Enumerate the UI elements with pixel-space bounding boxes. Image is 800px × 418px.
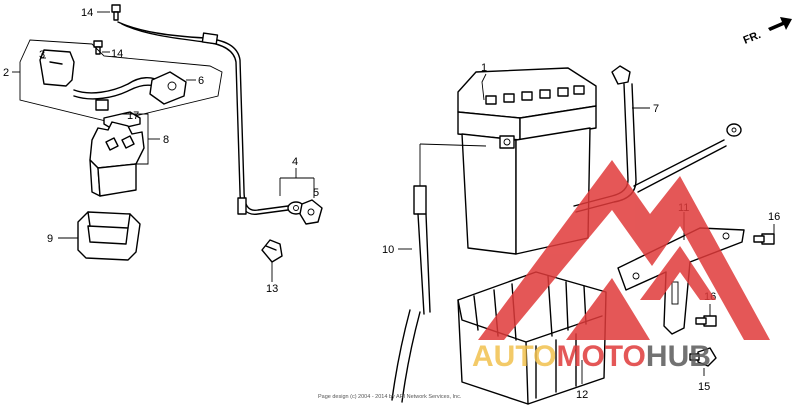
watermark-logo: AUTOMOTOHUB xyxy=(472,160,770,373)
breather-tube-10 xyxy=(391,185,431,403)
callout-10: 10 xyxy=(382,244,394,256)
starter-relay-cable-2 xyxy=(19,39,223,123)
watermark-text: AUTOMOTOHUB xyxy=(472,340,711,373)
callout-15: 15 xyxy=(698,381,710,393)
callout-7: 7 xyxy=(653,103,659,115)
front-arrow-icon xyxy=(768,17,792,31)
callout-14: 14 xyxy=(111,48,123,60)
bolt-5 xyxy=(299,199,323,225)
callout-6: 6 xyxy=(198,75,204,87)
bolt-16-right xyxy=(753,233,775,245)
battery-cable-4 xyxy=(117,21,305,215)
bolt-14-top xyxy=(111,4,121,21)
callout-2: 2 xyxy=(3,67,9,79)
bolt-15 xyxy=(689,347,717,367)
callout-16: 16 xyxy=(768,211,780,223)
callout-12: 12 xyxy=(576,389,588,401)
callout-17: 17 xyxy=(127,110,139,122)
direction-label: FR. xyxy=(742,29,763,47)
callout-8: 8 xyxy=(163,134,169,146)
battery-1 xyxy=(419,67,597,255)
callout-5: 5 xyxy=(313,187,319,199)
starter-relay-8 xyxy=(89,111,145,197)
leader-lines xyxy=(12,11,775,384)
copyright-notice: Page design (c) 2004 - 2014 by ARI Netwo… xyxy=(318,394,462,400)
relay-cover-9 xyxy=(77,211,141,261)
callout-3: 3 xyxy=(39,49,45,61)
clamp-13 xyxy=(261,239,283,263)
callout-1: 1 xyxy=(481,62,487,74)
bolt-16-center xyxy=(695,315,717,327)
callout-9: 9 xyxy=(47,233,53,245)
callout-4: 4 xyxy=(292,156,298,168)
callout-14: 14 xyxy=(81,7,93,19)
front-direction-indicator: FR. xyxy=(742,17,792,47)
callout-13: 13 xyxy=(266,283,278,295)
watermark-mountain-icon xyxy=(478,160,770,340)
